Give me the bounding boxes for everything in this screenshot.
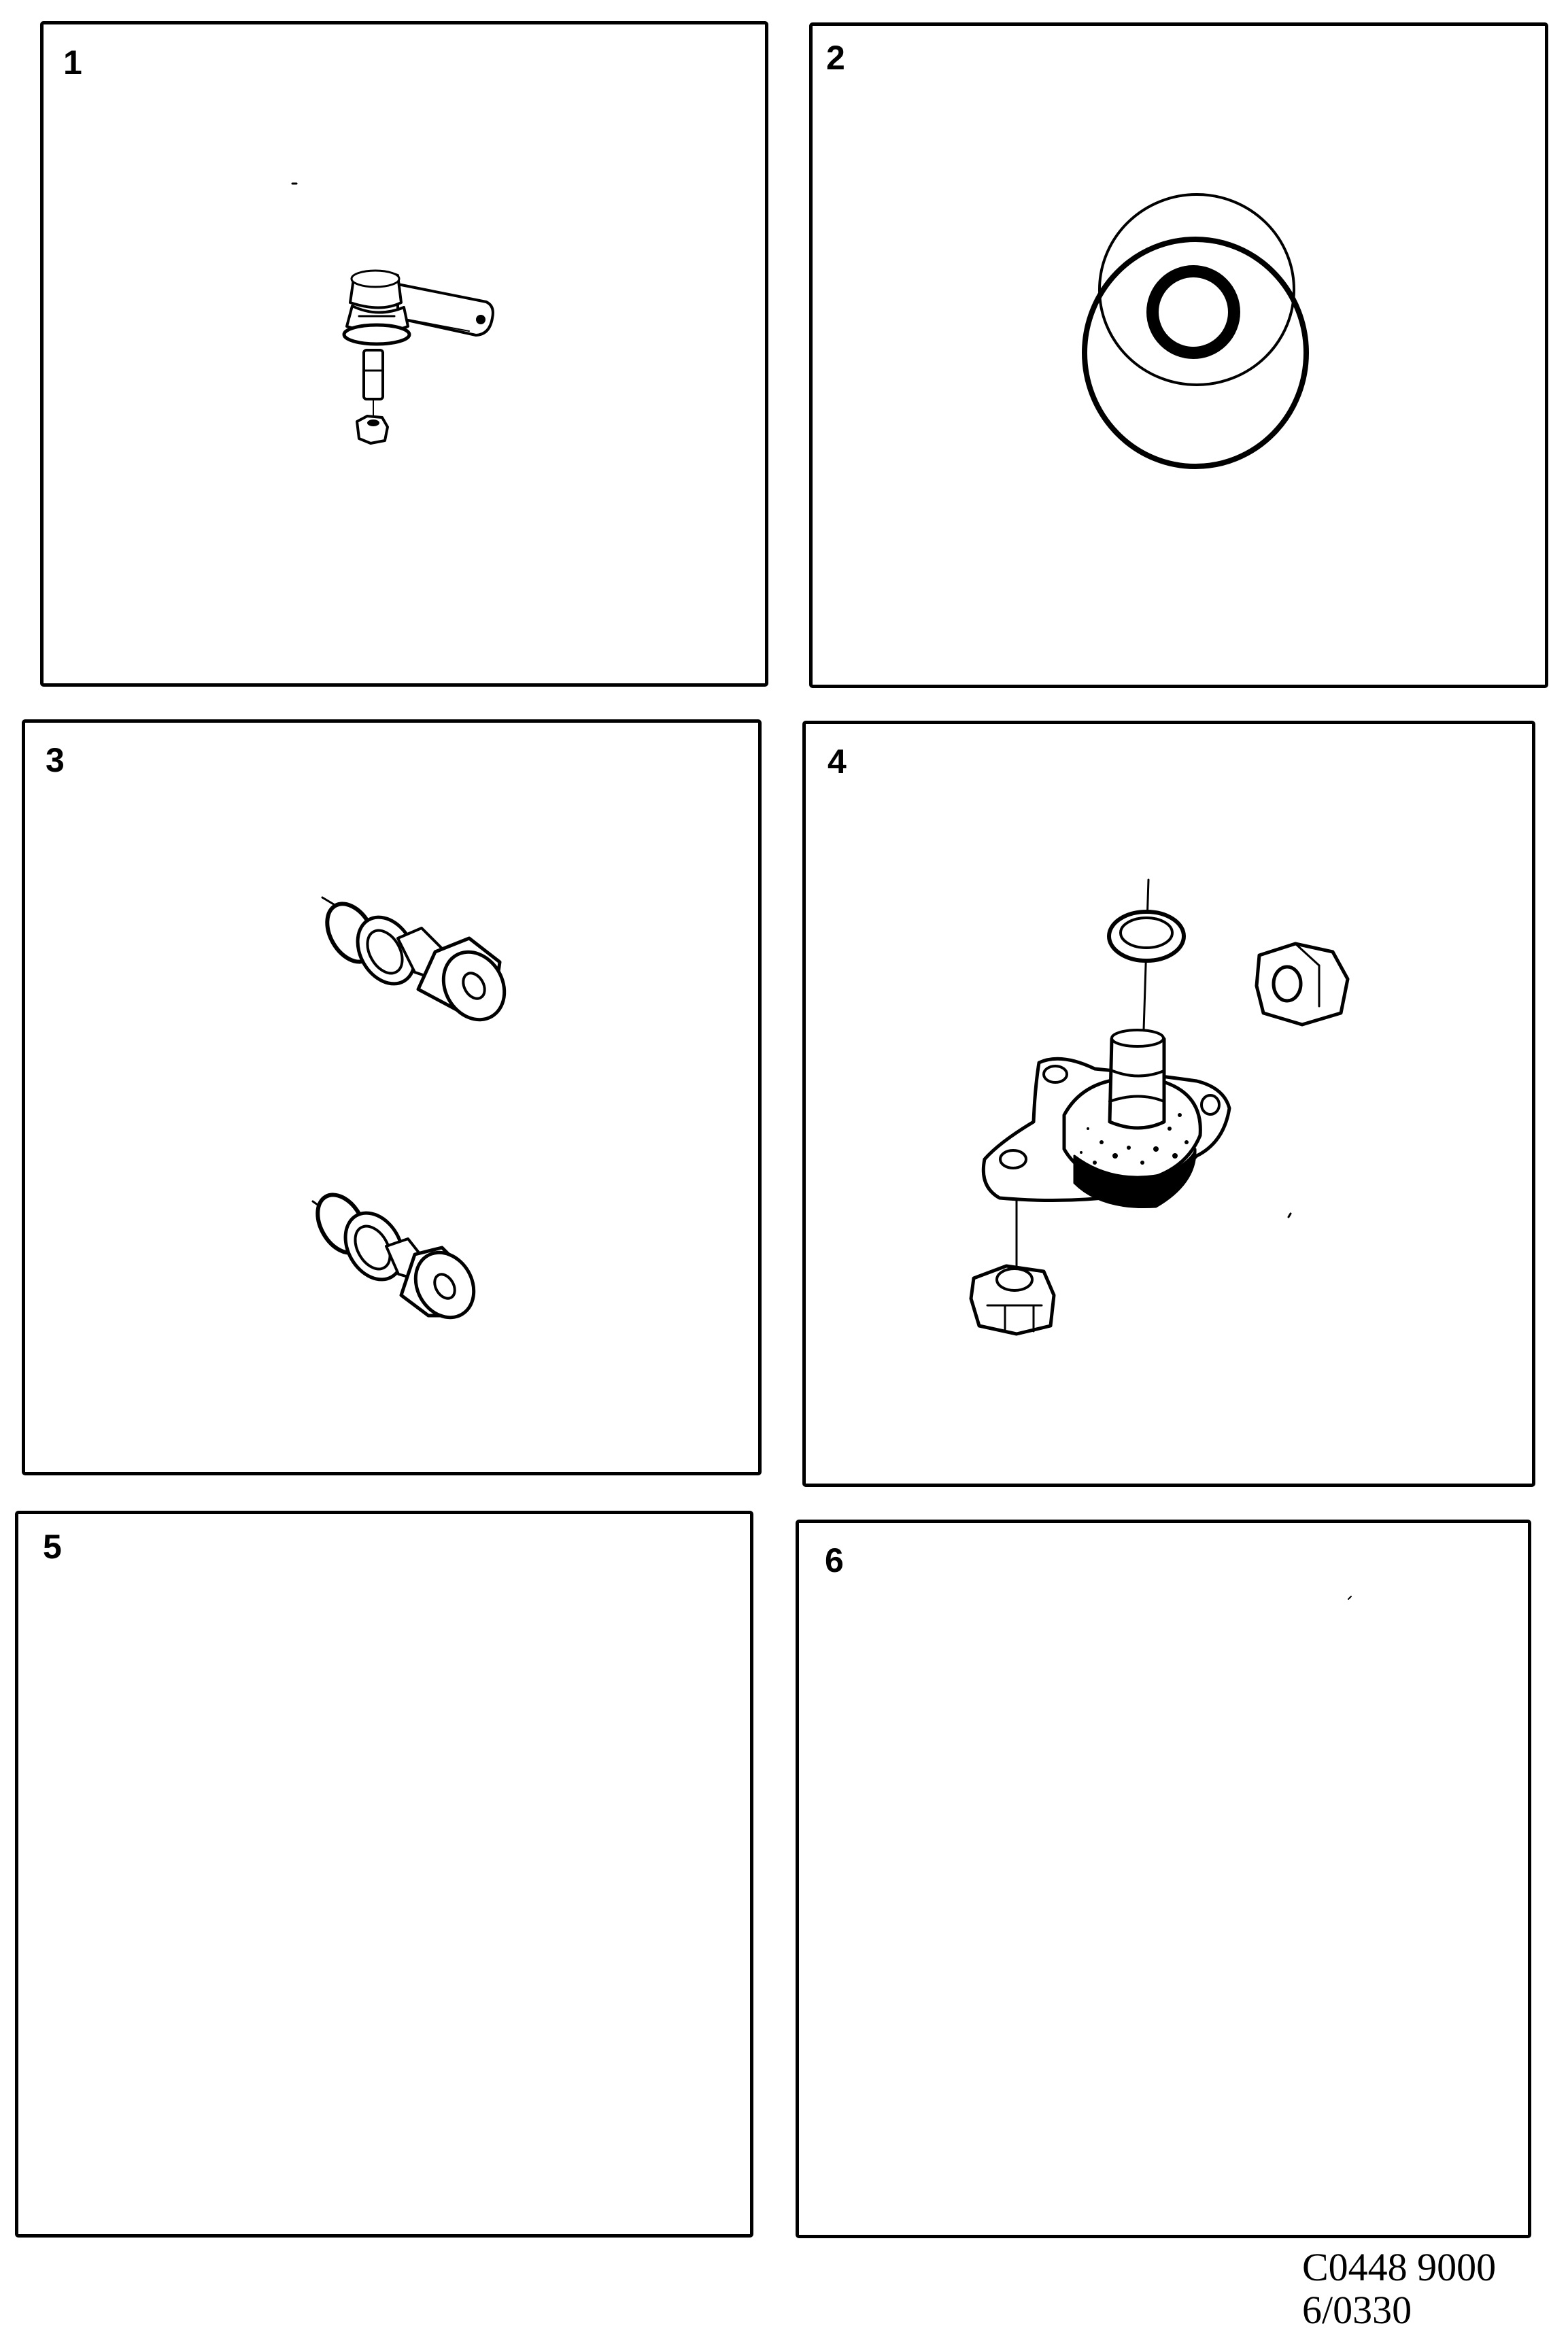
panel-4-number: 4 bbox=[828, 742, 847, 781]
panel-5-number: 5 bbox=[43, 1528, 62, 1566]
bushing-upper-icon bbox=[321, 896, 507, 1022]
tie-rod-end-icon bbox=[291, 182, 494, 445]
panel-6: 6 bbox=[796, 1520, 1531, 2238]
panel-1: 1 bbox=[40, 21, 768, 687]
panel-3-number: 3 bbox=[46, 741, 65, 779]
bushing-lower-icon bbox=[311, 1193, 476, 1320]
sealing-rings-icon bbox=[1082, 193, 1309, 469]
panel-6-number: 6 bbox=[825, 1541, 844, 1579]
footer-code-line-2: 6/0330 bbox=[1302, 2288, 1412, 2332]
panel-5: 5 bbox=[15, 1511, 753, 2238]
panel-2-number: 2 bbox=[826, 39, 845, 77]
ball-joint-icon bbox=[969, 878, 1350, 1336]
speck-mark bbox=[1348, 1596, 1352, 1600]
panel-3: 3 bbox=[22, 719, 762, 1475]
footer-code-line-1: C0448 9000 bbox=[1302, 2245, 1497, 2289]
panel-1-number: 1 bbox=[63, 44, 82, 82]
